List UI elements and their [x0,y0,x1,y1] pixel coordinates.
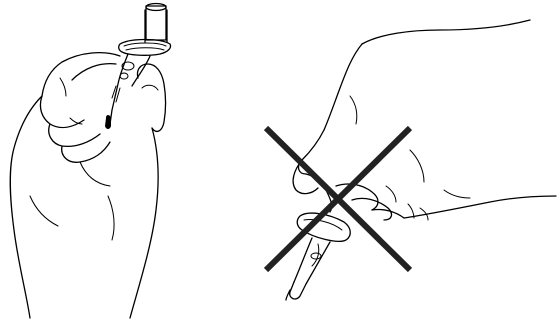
device-tip-right [289,281,307,300]
correct-grip-figure [9,2,172,319]
hand-right [292,19,557,221]
hand-left [9,51,167,319]
device-flange-right [296,212,351,242]
cross-stroke-2 [263,125,413,273]
device-cap-top-left [145,2,167,12]
incorrect-cross-mark [263,125,413,273]
arm-top-right [361,19,531,45]
device-flange-left [118,38,172,56]
thumb-left [136,63,167,133]
device-right [285,212,351,301]
arm-bottom-right [403,195,557,219]
device-cap-left [145,5,167,41]
device-tip-left [105,115,111,129]
incorrect-grip-figure [263,19,557,301]
device-body-left [109,53,129,125]
device-left [105,2,172,129]
